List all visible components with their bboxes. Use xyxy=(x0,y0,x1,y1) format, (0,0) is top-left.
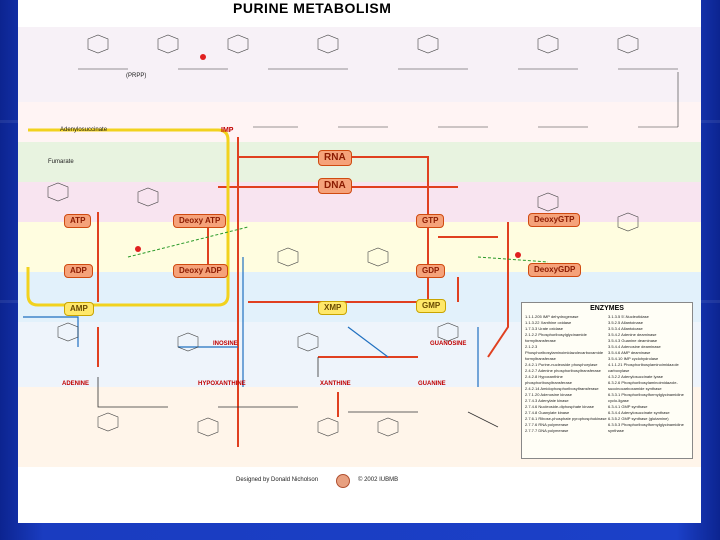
label-guanosine: GUANOSINE xyxy=(430,341,466,347)
node-deoxygdp: DeoxyGDP xyxy=(528,263,581,277)
label-xanthine: XANTHINE xyxy=(320,381,351,387)
node-deoxygtp: DeoxyGTP xyxy=(528,213,580,227)
slide: PURINE METABOLISM xyxy=(18,0,701,523)
label-fumarate: Fumarate xyxy=(48,159,74,165)
pathway-diagram: RNA DNA GTP DeoxyGTP ATP Deoxy ATP ADP D… xyxy=(18,27,701,467)
node-imp: IMP xyxy=(221,127,233,134)
label-adenylosuccinate: Adenylosuccinate xyxy=(60,127,107,133)
enzyme-entry: 4.1.1.21 Phosphoribosylaminoimidazole ca… xyxy=(608,362,690,374)
footer-credit: Designed by Donald Nicholson xyxy=(236,477,318,483)
enzyme-legend: ENZYMES 1.1.1.205 IMP dehydrogenase 1.1.… xyxy=(521,302,693,459)
node-deoxyadp: Deoxy ADP xyxy=(173,264,228,278)
label-hypoxanthine: HYPOXANTHINE xyxy=(198,381,246,387)
label-prpp: (PRPP) xyxy=(126,73,146,79)
enzyme-entry: 6.3.2.6 Phosphoribosylaminoimidazole-suc… xyxy=(608,380,690,392)
enzyme-list-left: 1.1.1.205 IMP dehydrogenase 1.1.3.22 Xan… xyxy=(525,314,607,434)
node-xmp: XMP xyxy=(318,301,347,315)
node-gtp: GTP xyxy=(416,214,444,228)
label-guanine: GUANINE xyxy=(418,381,446,387)
node-gmp: GMP xyxy=(416,299,446,313)
label-inosine: INOSINE xyxy=(213,341,238,347)
node-amp: AMP xyxy=(64,302,94,316)
enzyme-legend-title: ENZYMES xyxy=(522,305,692,312)
enzyme-entry: 2.1.2.3 Phosphoribosylaminoimidazolecarb… xyxy=(525,344,607,362)
node-deoxyatp: Deoxy ATP xyxy=(173,214,226,228)
enzyme-list-right: 3.1.3.5 5'-Nucleotidase 3.5.2.5 Allantoi… xyxy=(608,314,690,434)
iubmb-logo-icon xyxy=(336,474,350,488)
enzyme-entry: 6.3.5.3 Phosphoribosylformylglycinamidin… xyxy=(608,422,690,434)
enzyme-entry: 2.1.2.2 Phosphoribosylglycinamide formyl… xyxy=(525,332,607,344)
node-dna: DNA xyxy=(318,178,352,194)
node-adp: ADP xyxy=(64,264,93,278)
page-title: PURINE METABOLISM xyxy=(233,0,493,16)
enzyme-entry: 6.3.3.1 Phosphoribosylformylglycinamidin… xyxy=(608,392,690,404)
enzyme-entry: 2.4.2.8 Hypoxanthine phosphoribosyltrans… xyxy=(525,374,607,386)
node-atp: ATP xyxy=(64,214,91,228)
node-gdp: GDP xyxy=(416,264,445,278)
footer-copyright: © 2002 IUBMB xyxy=(358,477,398,483)
enzyme-entry: 2.7.7.7 DNA polymerase xyxy=(525,428,607,434)
node-rna: RNA xyxy=(318,150,352,166)
label-adenine: ADENINE xyxy=(62,381,89,387)
